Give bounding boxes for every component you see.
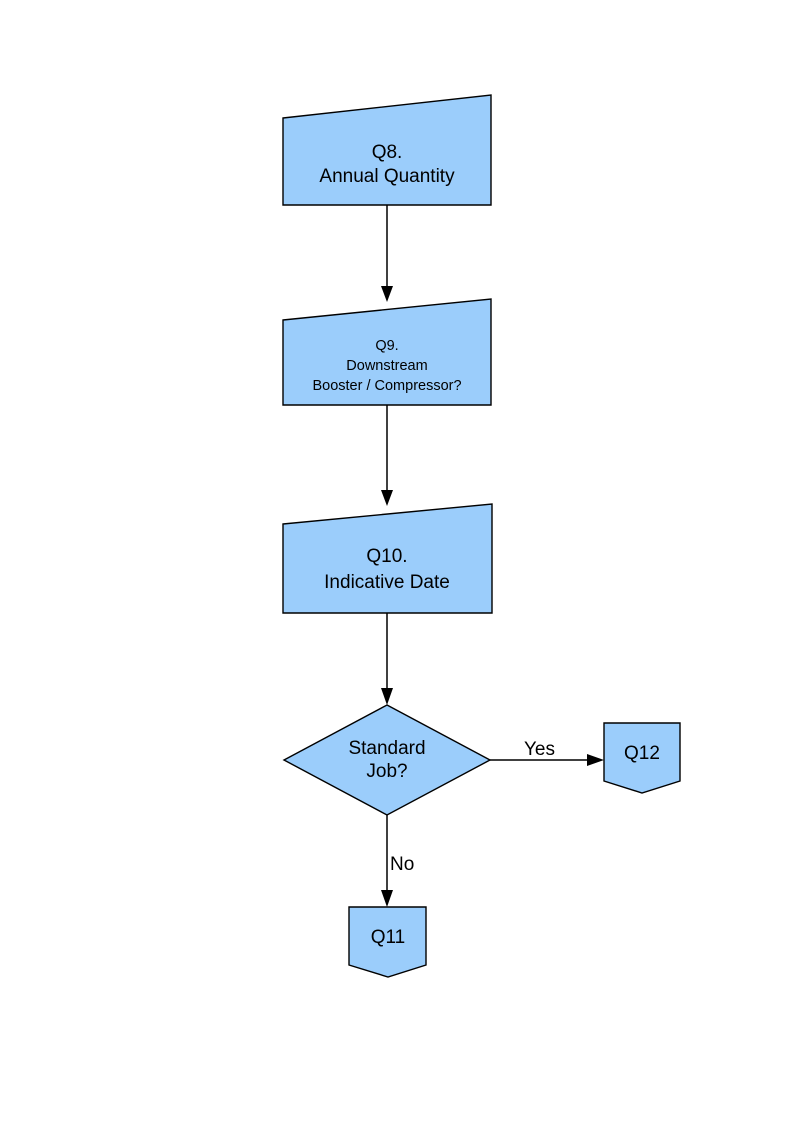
node-decision-line2: Job? [366, 761, 407, 782]
node-decision-standard-job[interactable]: Standard Job? [282, 704, 492, 816]
edge-decision-to-q12-arrowhead [587, 754, 604, 766]
node-q9[interactable]: Q9. Downstream Booster / Compressor? [282, 298, 492, 406]
node-q10-line2: Indicative Date [324, 572, 450, 593]
edge-q10-to-decision [381, 613, 393, 705]
edge-decision-to-q11-arrowhead [381, 890, 393, 907]
node-q8-line1: Q8. [372, 142, 403, 163]
node-q11[interactable]: Q11 [348, 906, 427, 978]
edge-label-yes: Yes [524, 739, 555, 760]
edge-q8-to-q9 [381, 205, 393, 302]
edge-decision-to-q11: No [381, 815, 414, 907]
node-q9-shape[interactable] [282, 298, 492, 406]
edge-q10-to-decision-arrowhead [381, 688, 393, 705]
node-q10[interactable]: Q10. Indicative Date [282, 503, 493, 614]
node-decision-shape[interactable] [282, 704, 492, 816]
node-q11-shape[interactable] [348, 906, 427, 978]
edge-q9-to-q10-arrowhead [381, 490, 393, 506]
edge-decision-to-q12: Yes [490, 739, 604, 766]
node-q9-line1: Q9. [375, 338, 398, 354]
node-q10-line1: Q10. [366, 546, 407, 567]
node-q8-line2: Annual Quantity [319, 166, 455, 187]
edge-label-no: No [390, 854, 414, 875]
node-q11-label: Q11 [371, 927, 406, 948]
node-q12-label: Q12 [624, 743, 660, 764]
node-decision-line1: Standard [348, 738, 425, 759]
node-q8-shape[interactable] [282, 94, 492, 206]
node-q10-shape[interactable] [282, 503, 493, 614]
edge-q8-to-q9-arrowhead [381, 286, 393, 302]
node-q12-shape[interactable] [603, 722, 681, 794]
edge-q9-to-q10 [381, 405, 393, 506]
node-q12[interactable]: Q12 [603, 722, 681, 794]
node-q9-line3: Booster / Compressor? [312, 378, 461, 394]
node-q8[interactable]: Q8. Annual Quantity [282, 94, 492, 206]
node-q9-line2: Downstream [346, 358, 427, 374]
